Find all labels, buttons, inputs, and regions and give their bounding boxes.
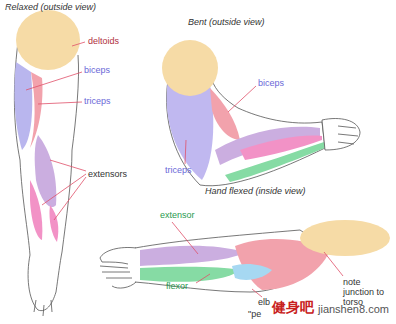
muscle-label: biceps [258,79,284,89]
note-label: elb [258,298,270,308]
muscle-label: extensor [160,211,195,221]
panel-heading: Hand flexed (inside view) [205,187,306,197]
watermark: jianshen8.com [318,303,389,315]
note-label: "pe [248,310,261,320]
muscle-label: flexor [166,282,188,292]
panel-heading: Bent (outside view) [188,18,265,28]
muscle-label: deltoids [88,37,119,47]
panel-heading: Relaxed (outside view) [5,3,96,13]
muscle-label: triceps [165,166,192,176]
muscle-label: biceps [84,66,110,76]
muscle-label: triceps [84,97,111,107]
watermark: 健身吧 [272,300,314,315]
muscle-label: extensors [88,170,127,180]
